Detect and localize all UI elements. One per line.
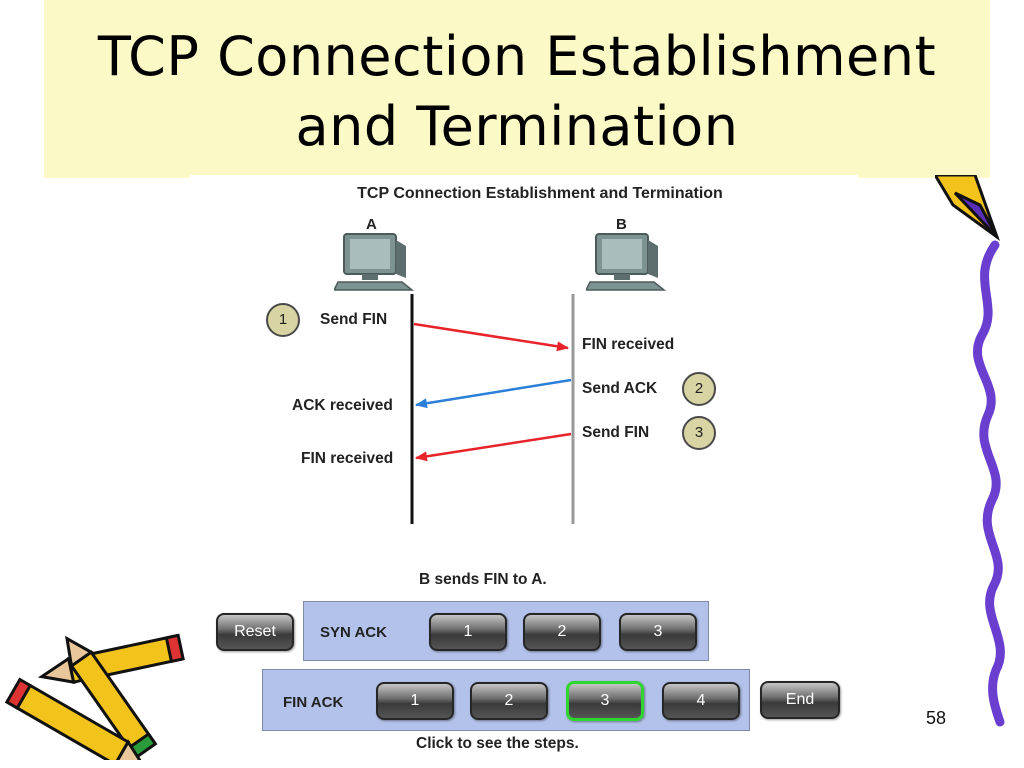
end-button[interactable]: End — [760, 681, 840, 719]
slide-title-line2: and Termination — [295, 95, 739, 158]
page-number: 58 — [926, 708, 947, 728]
syn-ack-label: SYN ACK — [320, 624, 387, 641]
squiggle-decoration — [972, 240, 1005, 727]
fin-ack-step-3-button[interactable]: 3 — [566, 681, 644, 721]
pencil-tip-decoration — [935, 175, 1000, 242]
slide-title-line1: TCP Connection Establishment — [97, 25, 937, 88]
title-band — [44, 0, 990, 178]
host-b-label: B — [616, 216, 627, 233]
step-caption: B sends FIN to A. — [419, 571, 547, 588]
diagram-title: TCP Connection Establishment and Termina… — [357, 185, 723, 202]
fin-ack-row: FIN ACK 1 2 3 4 — [262, 669, 750, 731]
fin-ack-step-2-button[interactable]: 2 — [470, 682, 548, 720]
instructions-caption: Click to see the steps. — [416, 735, 579, 752]
step-3-badge: 3 — [682, 416, 716, 450]
step-1-recv-label: FIN received — [582, 336, 675, 353]
computer-b-icon — [586, 233, 666, 291]
pencils-decoration — [4, 633, 185, 760]
syn-ack-step-1-button[interactable]: 1 — [429, 613, 507, 651]
host-a-label: A — [366, 216, 377, 233]
fin-ack-step-4-button[interactable]: 4 — [662, 682, 740, 720]
step-2-send-label: Send ACK — [582, 380, 658, 397]
fin-ack-step-1-button[interactable]: 1 — [376, 682, 454, 720]
step-3-recv-label: FIN received — [301, 450, 394, 467]
step-2-recv-label: ACK received — [292, 397, 393, 414]
step-2-badge: 2 — [682, 372, 716, 406]
fin-ack-label: FIN ACK — [283, 694, 344, 711]
reset-button[interactable]: Reset — [216, 613, 294, 651]
syn-ack-step-3-button[interactable]: 3 — [619, 613, 697, 651]
syn-ack-row: SYN ACK 1 2 3 — [303, 601, 709, 661]
syn-ack-step-2-button[interactable]: 2 — [523, 613, 601, 651]
step-1-badge: 1 — [266, 303, 300, 337]
step-3-send-label: Send FIN — [582, 424, 650, 441]
step-1-send-label: Send FIN — [320, 311, 388, 328]
arrow-step-1 — [413, 322, 569, 352]
arrow-step-2 — [415, 378, 572, 409]
diagram-panel — [190, 175, 858, 763]
arrow-step-3 — [415, 432, 572, 462]
slide-title: TCP Connection Establishment and Termina… — [44, 22, 990, 162]
computer-a-icon — [334, 233, 414, 291]
